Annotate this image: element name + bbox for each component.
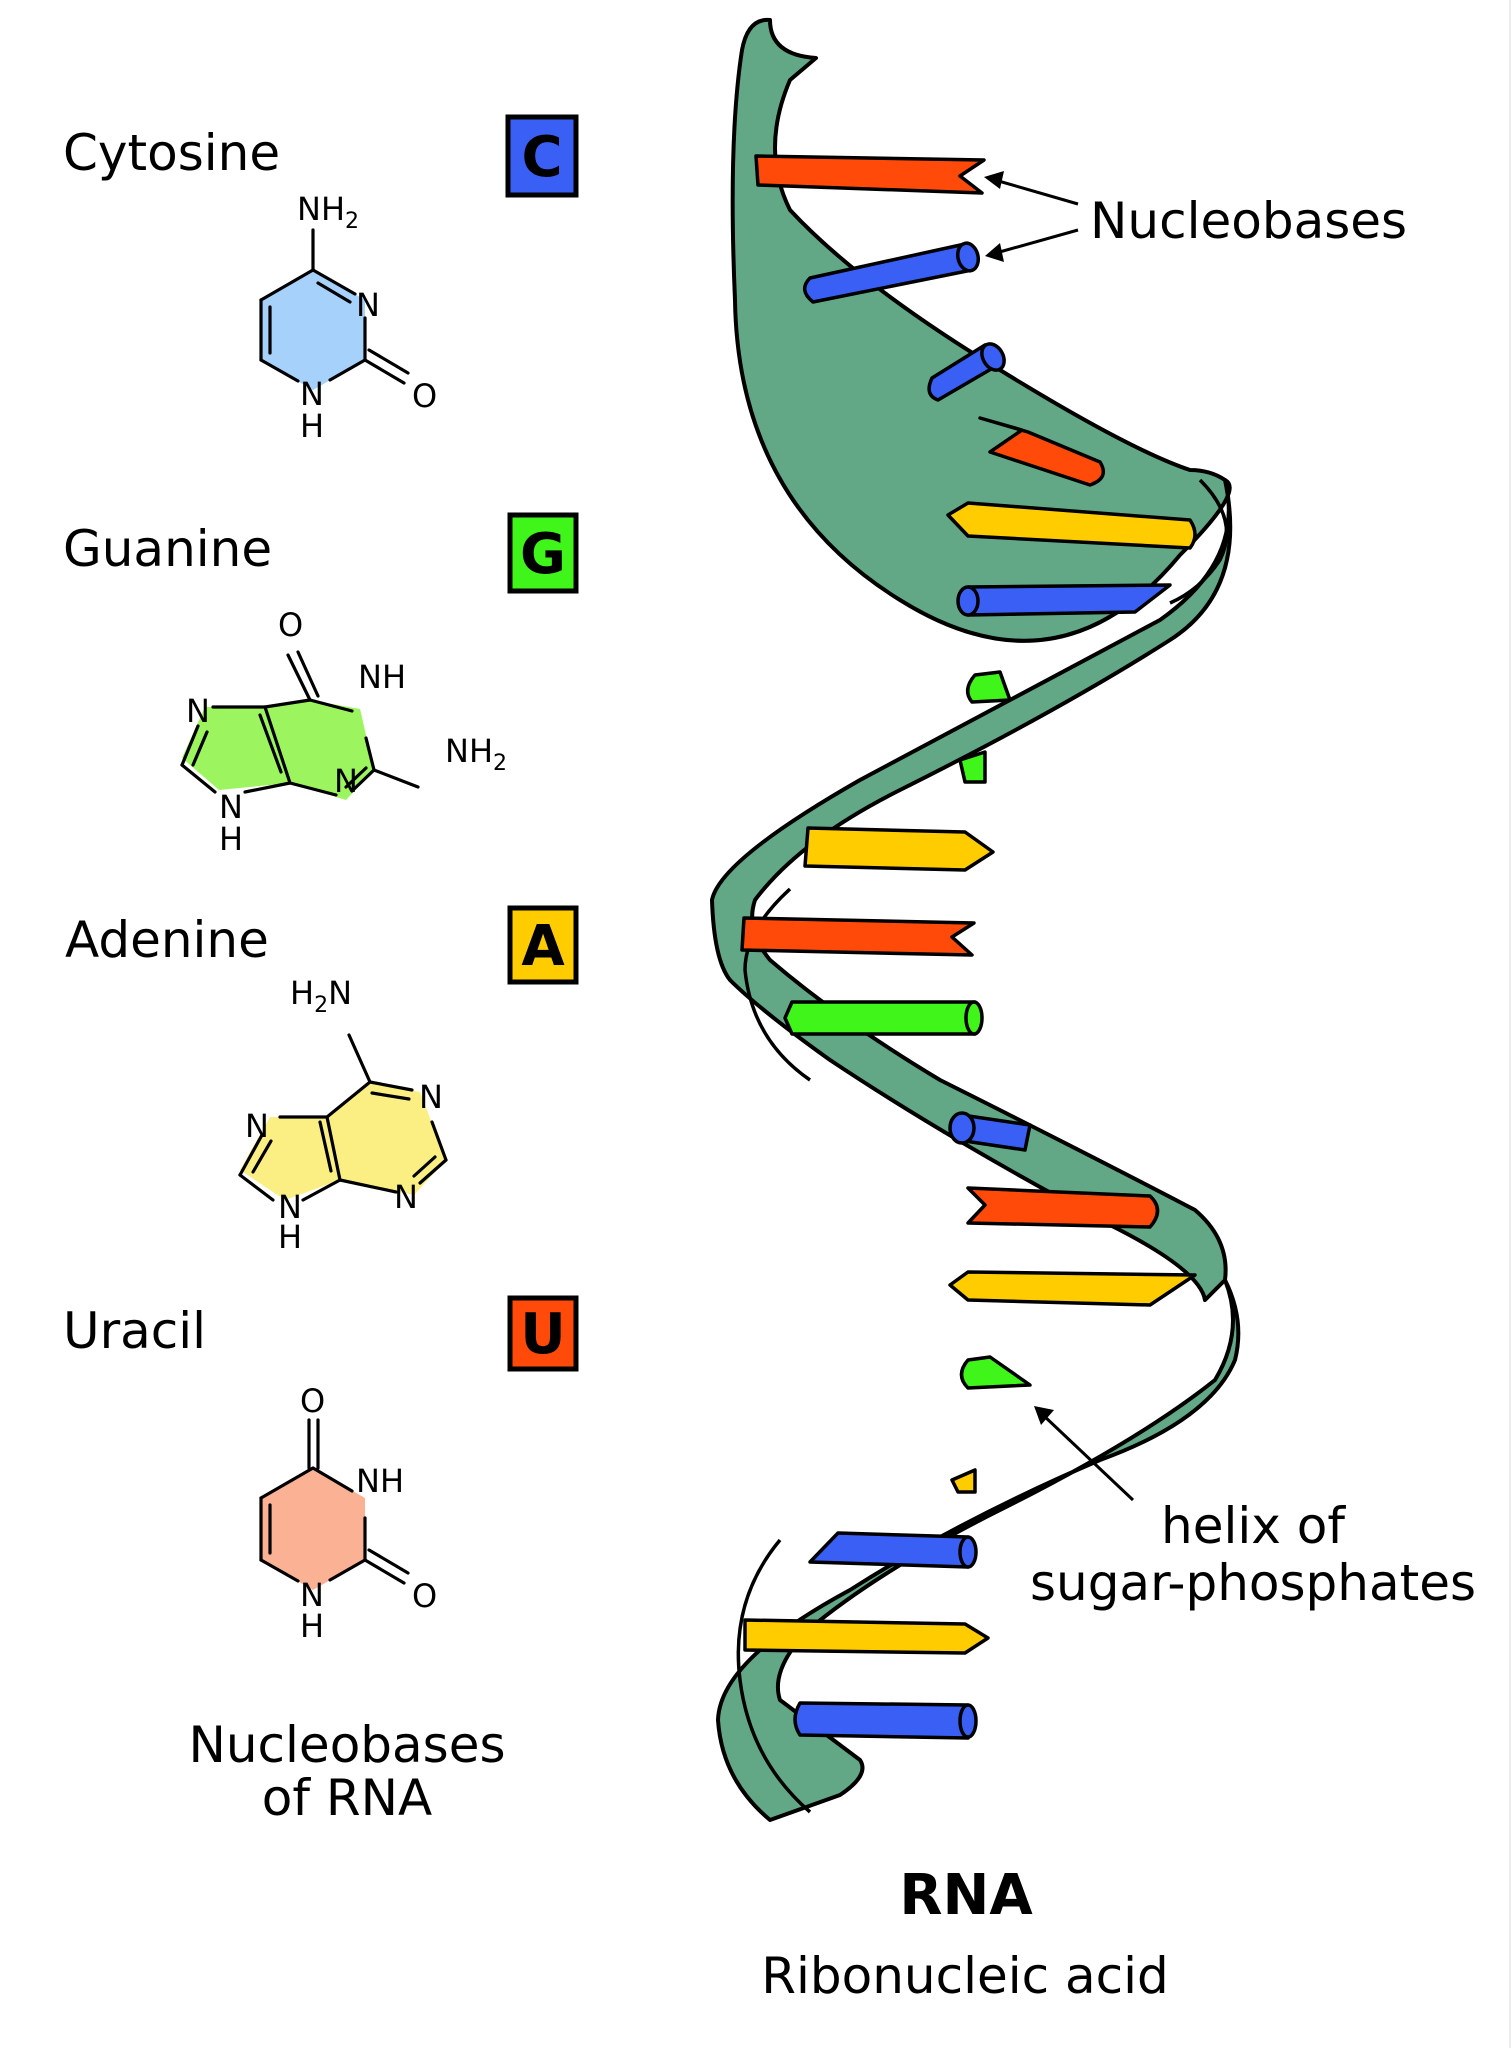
nucleobase-u xyxy=(966,1186,1160,1229)
atom-n-top: N xyxy=(419,1078,443,1116)
nucleobase-u xyxy=(740,916,976,957)
atom-nh-h: H xyxy=(300,1607,324,1645)
diagram-title: RNA xyxy=(899,1863,1033,1928)
nucleobase-a xyxy=(948,1270,1197,1307)
letter-box-bg xyxy=(505,114,579,198)
label-helix-line1: helix of xyxy=(1161,1497,1346,1555)
atom-n-right: N xyxy=(394,1178,418,1216)
nucleobase-a xyxy=(950,1468,977,1494)
nucleobase-u xyxy=(978,416,1106,487)
atom-nh-n: N xyxy=(300,1576,324,1614)
nucleobase-g xyxy=(959,1355,1032,1390)
nucleobase-c xyxy=(948,1111,1032,1152)
rna-helix: Nucleobases helix of sugar-phosphates xyxy=(710,17,1476,1822)
letter-g: G xyxy=(520,522,566,587)
base-name-uracil: Uracil xyxy=(63,1302,206,1360)
label-nucleobases: Nucleobases xyxy=(1090,192,1407,250)
nucleobase-c xyxy=(956,583,1172,617)
bases-lower xyxy=(743,1531,990,1740)
nucleobase-c xyxy=(803,241,981,304)
guanine-structure: O NH NH2 N N N H xyxy=(180,606,507,858)
nucleobase-a xyxy=(743,1618,990,1655)
atom-o: O xyxy=(412,377,437,415)
atom-n-left: N xyxy=(186,692,210,730)
nucleobase-a xyxy=(946,501,1197,550)
nucleobase-a xyxy=(803,826,995,872)
legend-adenine: Adenine A H2N N N N N xyxy=(65,905,579,1256)
letter-u: U xyxy=(520,1302,565,1367)
nucleobase-u xyxy=(754,154,986,195)
uracil-structure: O NH N H O xyxy=(259,1382,437,1645)
right-border xyxy=(1509,0,1511,2048)
atom-o-right: O xyxy=(412,1577,437,1615)
adenine-structure: H2N N N N N H xyxy=(238,974,448,1256)
atom-nh2: NH2 xyxy=(445,732,507,776)
legend-cytosine: Cytosine C NH2 N N H O xyxy=(63,114,579,445)
atom-n-left: N xyxy=(245,1107,269,1145)
atom-nh: NH xyxy=(356,1462,404,1500)
letter-box-bg xyxy=(507,512,579,594)
bases-upper xyxy=(754,154,1197,617)
letter-box-bg xyxy=(507,1295,579,1372)
bases-back xyxy=(950,670,1032,1494)
base-name-cytosine: Cytosine xyxy=(63,124,280,182)
atom-nh: NH xyxy=(358,658,406,696)
diagram-subtitle: Ribonucleic acid xyxy=(761,1947,1169,2005)
legend-uracil: Uracil U O NH N H O xyxy=(63,1295,579,1645)
letter-box-c: C xyxy=(505,114,579,198)
base-name-guanine: Guanine xyxy=(63,520,272,578)
nucleobase-c xyxy=(793,1701,978,1740)
atom-h2n: H2N xyxy=(290,974,352,1018)
ribbon-fold-line xyxy=(743,887,811,1082)
nucleobase-c xyxy=(927,342,1006,402)
letter-box-a: A xyxy=(507,905,579,985)
letter-a: A xyxy=(521,914,565,979)
ribbon-fold-line xyxy=(1169,478,1229,605)
atom-nh-h: H xyxy=(278,1218,302,1256)
atom-nh-n: N xyxy=(300,375,324,413)
base-name-adenine: Adenine xyxy=(65,911,269,969)
atom-nh-h: H xyxy=(219,820,243,858)
annotation-nucleobases: Nucleobases xyxy=(984,171,1407,262)
nucleobase-g xyxy=(783,1000,984,1036)
letter-box-bg xyxy=(507,905,579,985)
annotation-helix: helix of sugar-phosphates xyxy=(1030,1406,1476,1612)
cytosine-structure: NH2 N N H O xyxy=(259,190,437,445)
letter-box-u: U xyxy=(507,1295,579,1372)
letter-box-g: G xyxy=(507,512,579,594)
legend-guanine: Guanine G O NH NH2 N xyxy=(63,512,579,858)
atom-nh-n: N xyxy=(219,788,243,826)
ribbon-fold-line xyxy=(736,1538,812,1814)
atom-o-top: O xyxy=(300,1382,325,1420)
label-helix-line2: sugar-phosphates xyxy=(1030,1554,1476,1612)
letter-c: C xyxy=(521,125,562,190)
nucleobase-c xyxy=(808,1531,978,1569)
bases-middle xyxy=(740,826,1197,1307)
legend-caption-line2: of RNA xyxy=(262,1769,432,1827)
ribbon-segment-top-back xyxy=(730,17,1232,643)
atom-n: N xyxy=(356,286,380,324)
atom-n-bottom: N xyxy=(334,762,358,800)
nucleobase-g xyxy=(965,670,1012,704)
atom-nh2: NH2 xyxy=(297,190,359,234)
atom-nh-h: H xyxy=(300,407,324,445)
nucleobase-g xyxy=(958,750,987,784)
legend-caption-line1: Nucleobases xyxy=(188,1716,505,1774)
atom-nh-n: N xyxy=(278,1188,302,1226)
atom-o: O xyxy=(278,606,303,644)
